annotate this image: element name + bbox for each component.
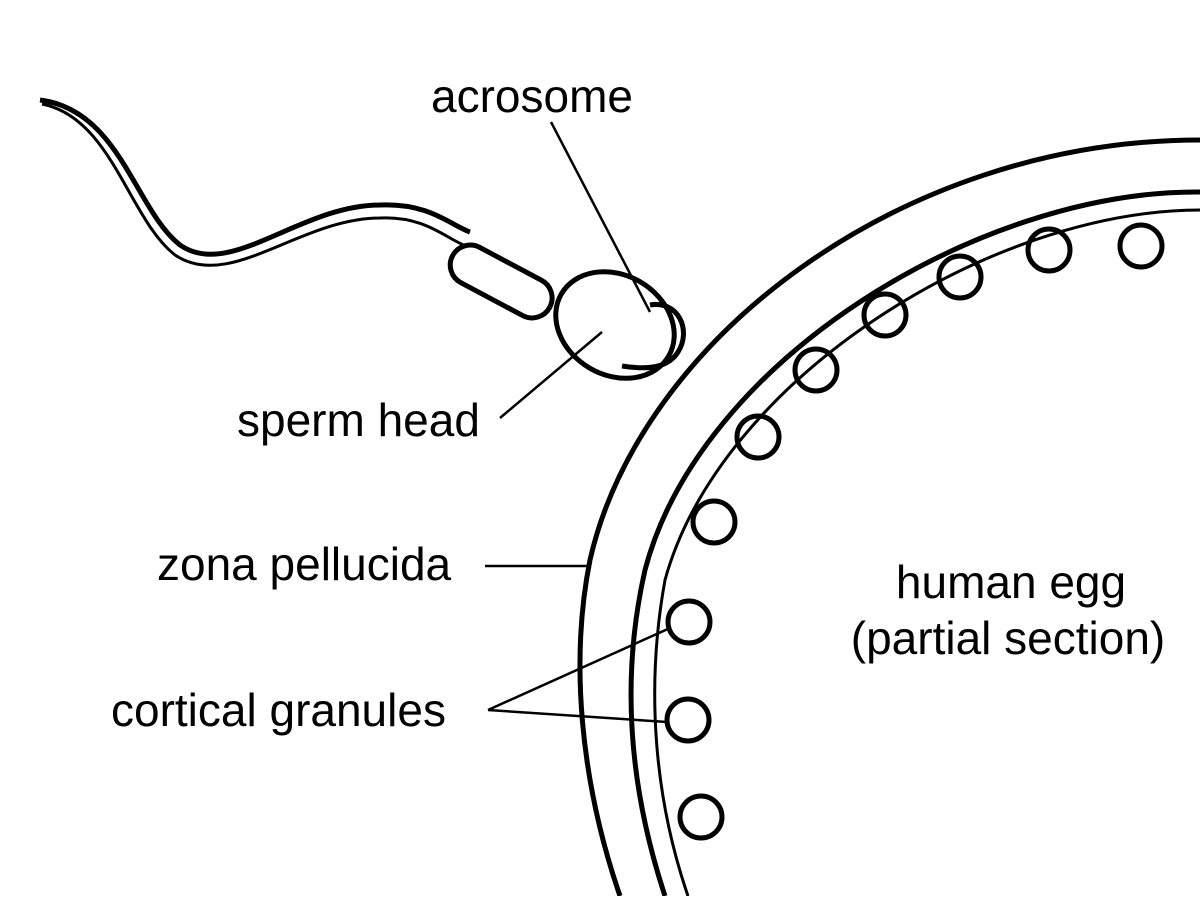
cortical-granule: [665, 598, 713, 646]
sperm-tail-inner: [41, 102, 467, 267]
acrosome-leader: [549, 121, 652, 313]
zona-pellucida-outer: [577, 137, 1200, 897]
acrosome-label: acrosome: [431, 70, 633, 122]
zona-pellucida-label: zona pellucida: [157, 538, 452, 590]
leader-lines: [485, 121, 671, 724]
cortical-granule: [1117, 222, 1165, 270]
cortical-granules-leader-lower: [487, 708, 668, 724]
egg-label-line1: human egg: [896, 556, 1126, 608]
cortical-granule: [734, 413, 782, 461]
sperm-head-leader: [499, 331, 603, 419]
cortical-granule: [690, 498, 738, 546]
cortical-granules-leader-upper: [487, 626, 671, 712]
sperm: [39, 97, 686, 381]
cortical-granules: [664, 222, 1165, 841]
zona-pellucida-inner: [628, 189, 1200, 897]
cortical-granules-label: cortical granules: [111, 684, 446, 736]
egg-plasma-membrane: [653, 208, 1200, 897]
cortical-granule: [677, 793, 725, 841]
cortical-granule: [792, 346, 840, 394]
sperm-midpiece: [447, 242, 555, 321]
cortical-granule: [936, 253, 984, 301]
sperm-head-label: sperm head: [237, 394, 480, 446]
human-egg: [577, 137, 1200, 897]
sperm-head: [553, 269, 677, 381]
cortical-granule: [664, 696, 712, 744]
labels: acrosome sperm head zona pellucida corti…: [111, 70, 1165, 736]
cortical-granule: [1025, 226, 1073, 274]
acrosome-cap: [621, 302, 686, 371]
egg-label-line2: (partial section): [851, 612, 1165, 664]
cortical-granule: [861, 291, 909, 339]
sperm-tail: [39, 97, 471, 257]
